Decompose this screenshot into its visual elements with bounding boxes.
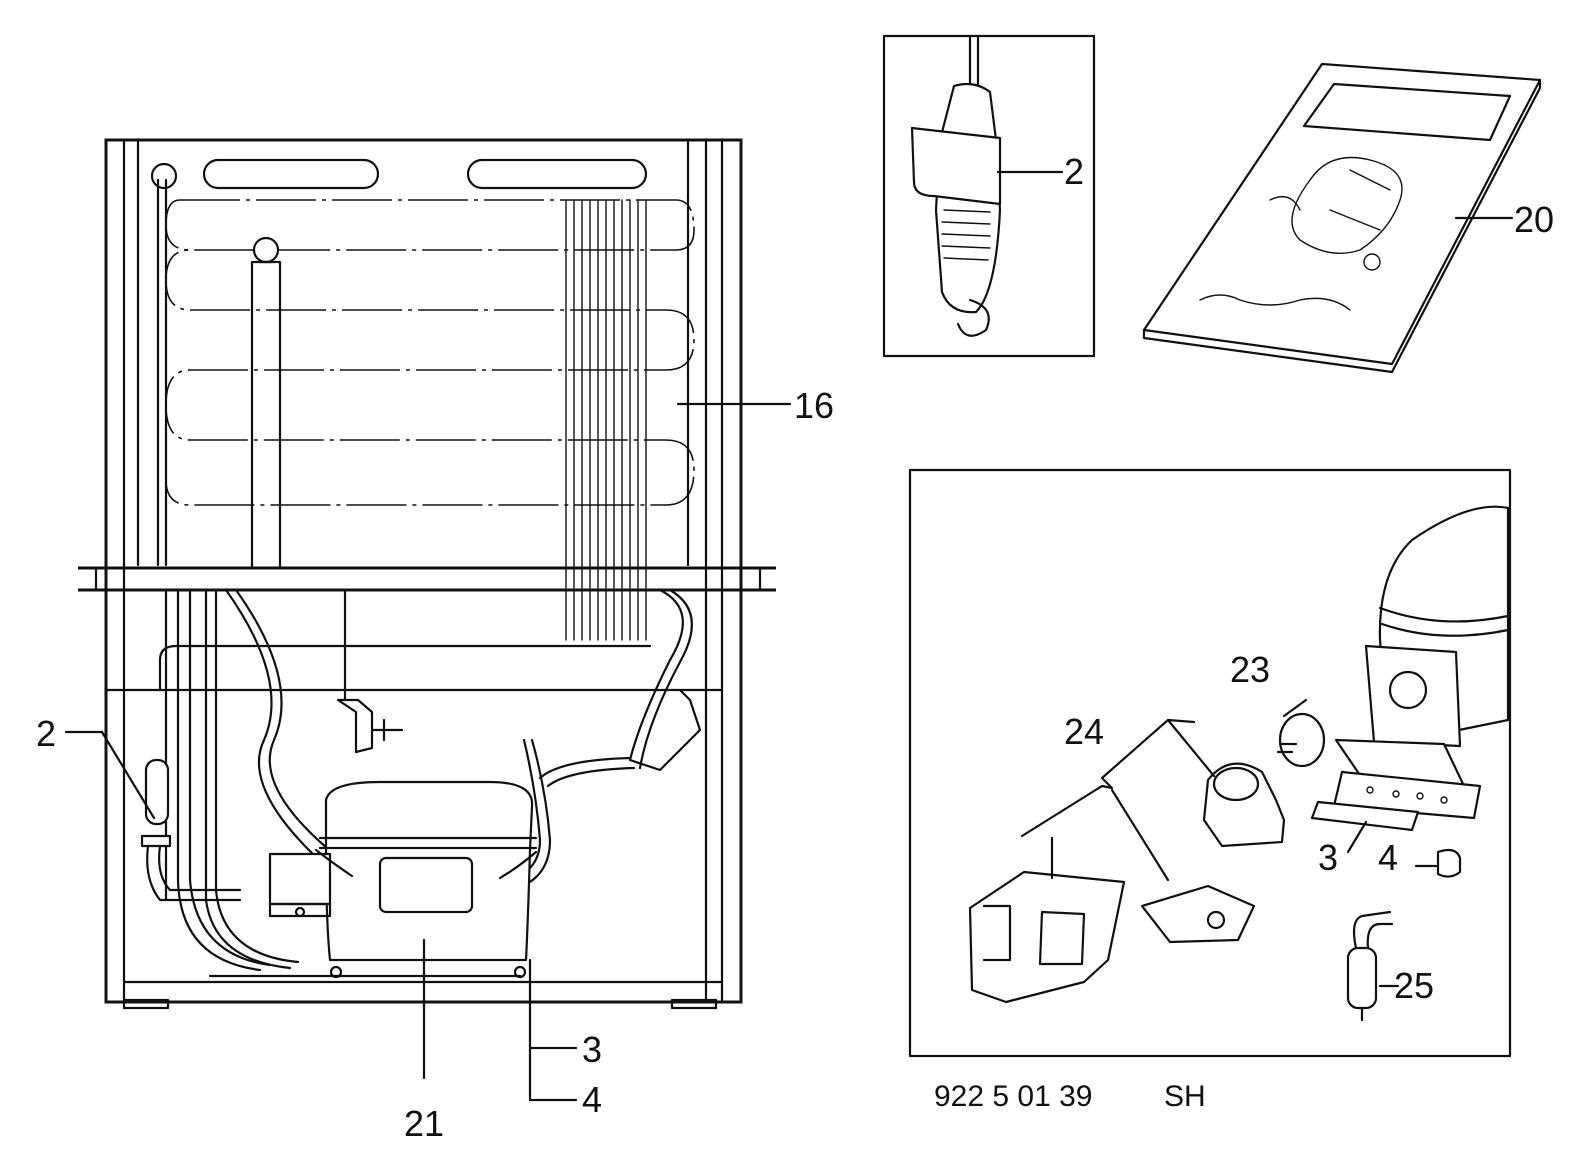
fridge-back-view	[64, 138, 792, 1102]
callout-25: 25	[1394, 965, 1434, 1006]
callout-4-right: 4	[1378, 837, 1398, 878]
callout-23: 23	[1230, 649, 1270, 690]
inset-filter-drier	[882, 34, 1096, 358]
callout-16: 16	[794, 385, 834, 426]
callout-2-left: 2	[36, 713, 56, 754]
compressor	[208, 780, 538, 979]
callout-2-inset: 2	[1064, 151, 1084, 192]
callout-4-left: 4	[582, 1079, 602, 1120]
callout-3-right: 3	[1318, 837, 1338, 878]
callout-3-left: 3	[582, 1029, 602, 1070]
callout-24: 24	[1064, 711, 1104, 752]
part-number: 922 5 01 39	[934, 1080, 1092, 1113]
callout-20: 20	[1514, 199, 1554, 240]
service-manual-booklet	[1142, 62, 1542, 374]
compressor-electrics-inset	[908, 468, 1512, 1058]
callout-21: 21	[404, 1103, 444, 1144]
part-suffix: SH	[1164, 1080, 1206, 1113]
condenser-wires	[565, 199, 647, 641]
